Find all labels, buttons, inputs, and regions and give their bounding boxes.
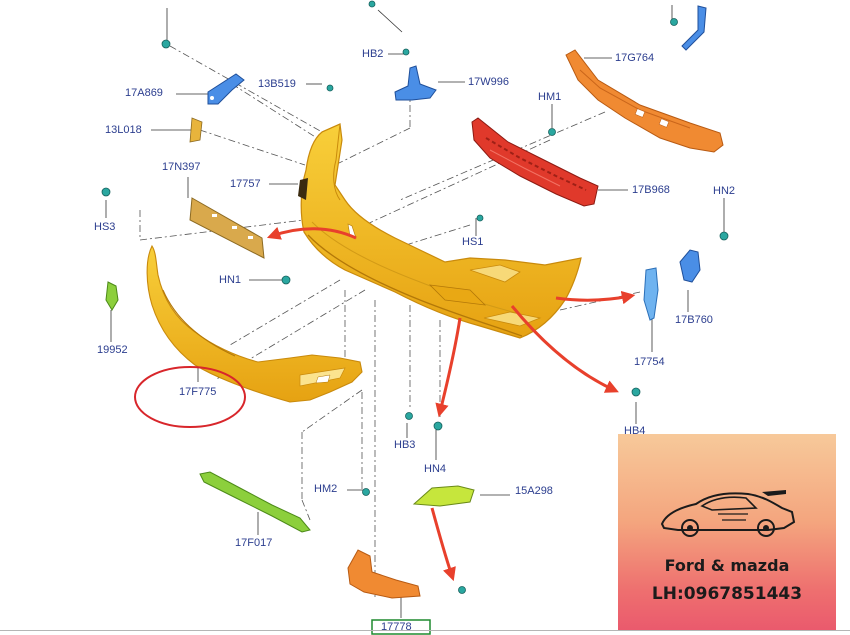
label-17W996: 17W996 <box>468 76 509 88</box>
bracket-17A869 <box>207 73 245 105</box>
promo-card: Ford & mazda LH:0967851443 <box>618 434 836 630</box>
label-17B968: 17B968 <box>632 184 670 196</box>
label-17A869: 17A869 <box>125 87 163 99</box>
label-17N397: 17N397 <box>162 161 201 173</box>
label-13L018: 13L018 <box>105 124 142 136</box>
label-HN1: HN1 <box>219 274 242 286</box>
license-bracket-17N397 <box>189 197 265 259</box>
foglamp-15A298 <box>412 485 475 507</box>
sports-car-icon <box>660 490 796 537</box>
red-arrows <box>266 226 636 582</box>
label-HS1: HS1 <box>462 236 484 248</box>
lower-bumper-17F775 <box>146 244 363 403</box>
label-17G764: 17G764 <box>615 52 655 64</box>
label-connectors <box>105 5 725 618</box>
grille-17B968 <box>471 117 599 207</box>
label-HB3: HB3 <box>394 439 416 451</box>
label-17757: 17757 <box>230 178 261 190</box>
bracket-17B760 <box>679 249 701 283</box>
strip-17F017 <box>199 471 311 533</box>
label-17B760: 17B760 <box>675 314 713 326</box>
clips <box>101 0 729 594</box>
label-17F775: 17F775 <box>179 386 217 398</box>
label-15A298: 15A298 <box>515 485 553 497</box>
label-HM1: HM1 <box>538 91 562 103</box>
reinforcement-17G764 <box>565 49 724 153</box>
label-HB2: HB2 <box>362 48 384 60</box>
bracket-top-right <box>681 5 707 51</box>
part-13L018 <box>189 117 203 143</box>
bracket-17W996 <box>394 65 437 101</box>
highlight-circle <box>134 366 246 428</box>
label-17F017: 17F017 <box>235 537 273 549</box>
label-17778: 17778 <box>381 621 412 633</box>
promo-title: Ford & mazda <box>664 556 790 575</box>
bracket-17754 <box>643 267 659 321</box>
label-HN4: HN4 <box>424 463 447 475</box>
bottom-divider <box>0 630 850 631</box>
part-17778 <box>347 549 421 599</box>
label-19952: 19952 <box>97 344 128 356</box>
part-19952 <box>105 281 119 311</box>
label-13B519: 13B519 <box>258 78 296 90</box>
leader-lines <box>139 45 641 600</box>
promo-phone: LH:0967851443 <box>651 584 803 604</box>
label-17754: 17754 <box>634 356 665 368</box>
label-HM2: HM2 <box>314 483 338 495</box>
label-HS3: HS3 <box>94 221 116 233</box>
highlight-box-17778 <box>371 619 431 635</box>
label-HN2: HN2 <box>713 185 736 197</box>
